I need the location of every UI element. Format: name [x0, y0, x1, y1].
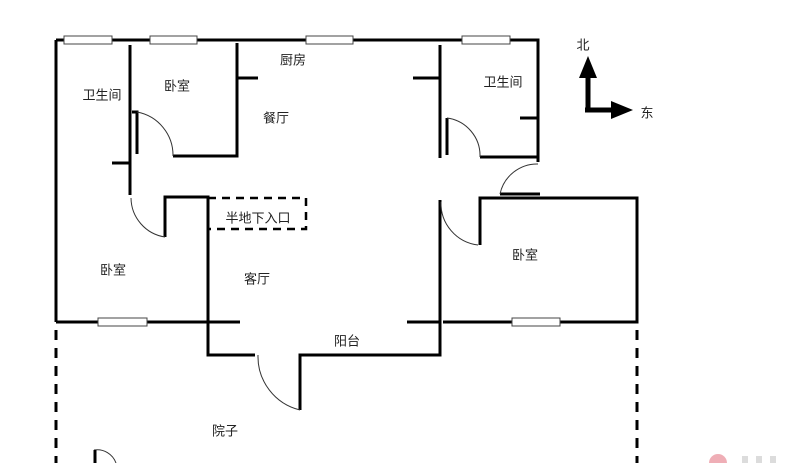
walls	[54, 38, 639, 410]
compass-north-label: 北	[576, 39, 589, 54]
room-labels: 卫生间 卧室 厨房 餐厅 卫生间 半地下入口 卧室 客厅 卧室 阳台 院子	[82, 53, 538, 440]
watermark-logo	[709, 454, 776, 463]
label-courtyard: 院子	[212, 425, 238, 440]
east-arrowhead-icon	[611, 101, 633, 119]
label-bedroom-north: 卧室	[164, 79, 190, 95]
label-bedroom-west: 卧室	[100, 263, 126, 279]
compass-east-label: 东	[640, 107, 653, 122]
dashed-boundaries	[54, 196, 639, 463]
label-bathroom-west: 卫生间	[82, 89, 121, 104]
label-bedroom-east: 卧室	[512, 248, 538, 264]
windows	[63, 35, 561, 327]
label-basement-entrance: 半地下入口	[225, 212, 290, 227]
label-balcony: 阳台	[334, 335, 360, 350]
north-arrowhead-icon	[579, 56, 597, 78]
label-kitchen: 厨房	[280, 53, 306, 69]
door-swings	[93, 111, 539, 463]
compass: 北 东	[576, 39, 653, 122]
label-dining-room: 餐厅	[263, 111, 289, 127]
label-bathroom-east: 卫生间	[483, 76, 522, 91]
label-living-room: 客厅	[244, 272, 270, 288]
